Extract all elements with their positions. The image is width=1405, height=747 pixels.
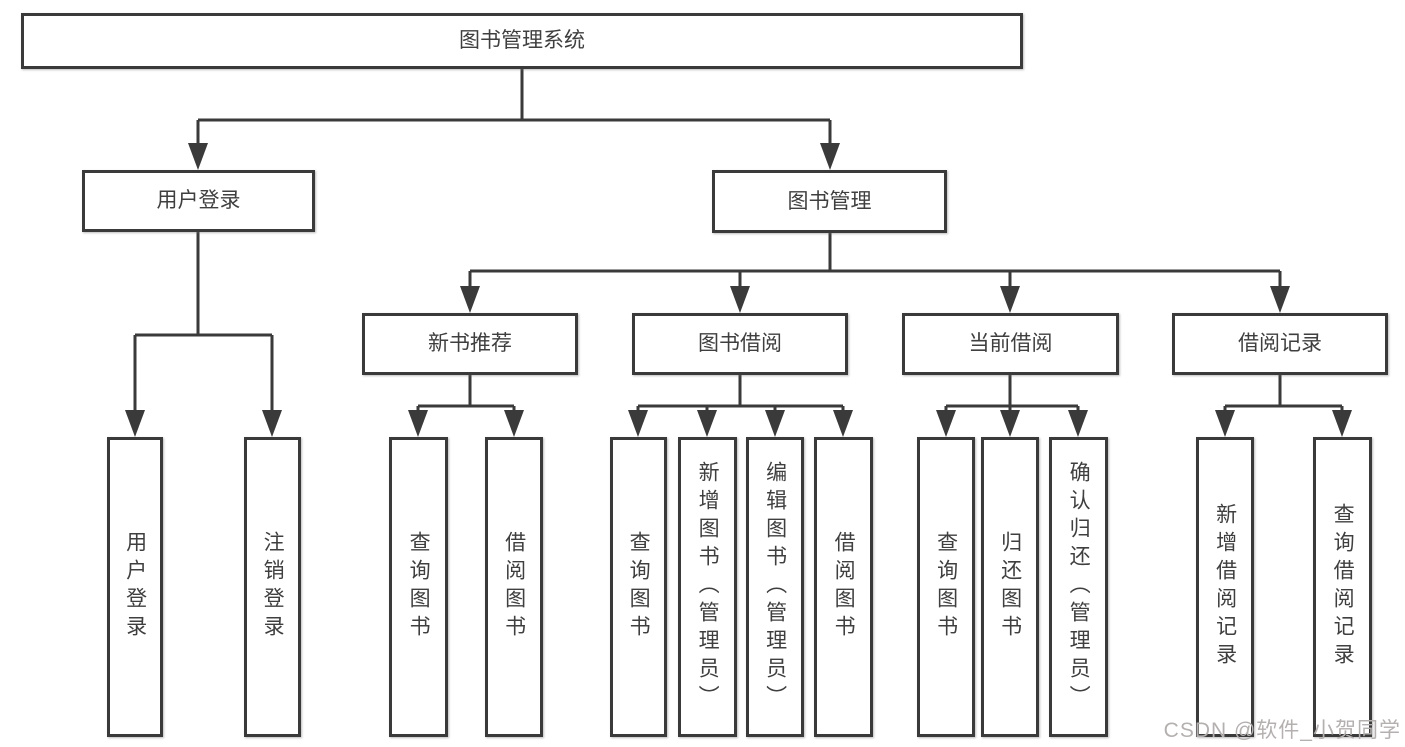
node-book-management: 图书管理 — [712, 170, 947, 233]
arrowhead-down-icon — [1000, 286, 1020, 313]
leaf-label: 编辑图书（管理员） — [763, 461, 787, 713]
arrowhead-down-icon — [936, 410, 956, 437]
arrowhead-down-icon — [820, 143, 840, 170]
arrowhead-down-icon — [1332, 410, 1352, 437]
arrowhead-down-icon — [833, 410, 853, 437]
arrowhead-down-icon — [188, 143, 208, 170]
leaf-label: 查询图书 — [934, 531, 958, 643]
node-current-borrow: 当前借阅 — [902, 313, 1119, 375]
arrowhead-down-icon — [460, 286, 480, 313]
arrowhead-down-icon — [1215, 410, 1235, 437]
node-label: 图书管理系统 — [459, 29, 585, 53]
leaf-query-borrow-record: 查询借阅记录 — [1313, 437, 1372, 737]
node-borrow-records: 借阅记录 — [1172, 313, 1388, 375]
leaf-borrow-books: 借阅图书 — [814, 437, 873, 737]
arrowhead-down-icon — [125, 410, 145, 437]
node-label: 当前借阅 — [968, 332, 1053, 356]
leaf-borrow-books-recommend: 借阅图书 — [485, 437, 543, 737]
arrowhead-down-icon — [262, 410, 282, 437]
leaf-query-books-current: 查询图书 — [917, 437, 975, 737]
leaf-edit-book-admin: 编辑图书（管理员） — [746, 437, 804, 737]
leaf-add-borrow-record: 新增借阅记录 — [1196, 437, 1254, 737]
node-user-login: 用户登录 — [82, 170, 315, 232]
leaf-label: 归还图书 — [998, 531, 1022, 643]
leaf-add-book-admin: 新增图书（管理员） — [678, 437, 737, 737]
arrowhead-down-icon — [504, 410, 524, 437]
leaf-confirm-return-admin: 确认归还（管理员） — [1049, 437, 1108, 737]
arrowhead-down-icon — [1270, 286, 1290, 313]
node-new-book-recommend: 新书推荐 — [362, 313, 578, 375]
leaf-label: 确认归还（管理员） — [1067, 461, 1091, 713]
leaf-label: 注销登录 — [261, 531, 285, 643]
leaf-query-books-borrow: 查询图书 — [610, 437, 667, 737]
leaf-label: 用户登录 — [123, 531, 147, 643]
node-label: 用户登录 — [156, 189, 241, 213]
leaf-label: 查询图书 — [407, 531, 431, 643]
arrowhead-down-icon — [1068, 410, 1088, 437]
leaf-label: 查询借阅记录 — [1331, 503, 1355, 671]
arrowhead-down-icon — [730, 286, 750, 313]
arrowhead-down-icon — [1000, 410, 1020, 437]
leaf-label: 新增图书（管理员） — [696, 461, 720, 713]
leaf-label: 查询图书 — [627, 531, 651, 643]
leaf-label: 借阅图书 — [832, 531, 856, 643]
arrowhead-down-icon — [628, 410, 648, 437]
node-label: 图书管理 — [787, 189, 872, 213]
leaf-query-books-recommend: 查询图书 — [389, 437, 448, 737]
arrowhead-down-icon — [408, 410, 428, 437]
node-label: 借阅记录 — [1238, 332, 1322, 356]
node-system-root: 图书管理系统 — [21, 13, 1023, 69]
leaf-user-login: 用户登录 — [107, 437, 163, 737]
leaf-label: 新增借阅记录 — [1213, 503, 1237, 671]
node-label: 图书借阅 — [698, 332, 782, 356]
leaf-label: 借阅图书 — [502, 531, 526, 643]
arrowhead-down-icon — [765, 410, 785, 437]
arrowhead-down-icon — [697, 410, 717, 437]
node-book-borrow: 图书借阅 — [632, 313, 848, 375]
leaf-logout-login: 注销登录 — [244, 437, 301, 737]
leaf-return-book: 归还图书 — [981, 437, 1039, 737]
node-label: 新书推荐 — [428, 332, 512, 356]
